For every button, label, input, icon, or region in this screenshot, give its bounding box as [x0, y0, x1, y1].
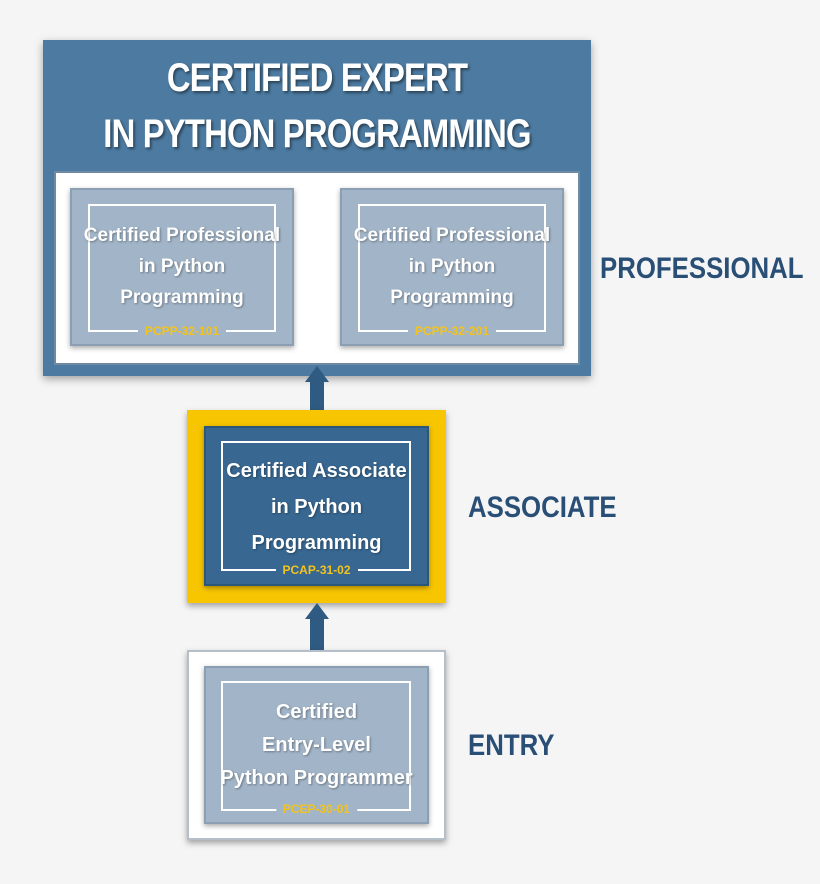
- cert-name-line2: Entry-Level: [262, 734, 371, 756]
- arrow-up-icon: [305, 603, 329, 619]
- level-label-professional: PROFESSIONAL: [600, 252, 804, 285]
- cert-name-line3: Programming: [120, 287, 244, 308]
- cert-card-pcpp-32-101[interactable]: Certified Professional in Python Program…: [70, 188, 294, 346]
- cert-name-line1: Certified: [275, 701, 358, 723]
- expert-title-line2: IN PYTHON PROGRAMMING: [103, 112, 531, 156]
- cert-name-line3: Programming: [390, 287, 514, 308]
- cert-code: PCPP-32-101: [137, 324, 227, 338]
- cert-name-line3: Programming: [251, 532, 382, 554]
- expert-title: CERTIFIED EXPERT IN PYTHON PROGRAMMING: [92, 50, 541, 162]
- cert-name: Certified Associate in Python Programmin…: [206, 453, 427, 561]
- arrow-shaft: [310, 618, 324, 651]
- arrow-up-icon: [305, 366, 329, 382]
- level-label-associate: ASSOCIATE: [468, 491, 617, 524]
- cert-name-line1: Certified Professional: [353, 225, 551, 246]
- cert-name-line3: Python Programmer: [220, 767, 413, 789]
- arrow-shaft: [310, 381, 324, 411]
- expert-title-line1: CERTIFIED EXPERT: [166, 56, 468, 100]
- cert-name-line1: Certified Professional: [83, 225, 281, 246]
- cert-card-pcep-30-01[interactable]: Certified Entry-Level Python Programmer …: [204, 666, 429, 824]
- cert-name-line2: in Python: [408, 256, 496, 277]
- cert-name: Certified Professional in Python Program…: [342, 220, 562, 313]
- level-label-entry: ENTRY: [468, 729, 555, 762]
- cert-code: PCEP-30-01: [275, 802, 358, 816]
- cert-code: PCAP-31-02: [275, 563, 358, 577]
- cert-name-line1: Certified Associate: [226, 460, 407, 482]
- cert-name-line2: in Python: [270, 496, 363, 518]
- cert-card-pcpp-32-201[interactable]: Certified Professional in Python Program…: [340, 188, 564, 346]
- cert-card-pcap-31-02[interactable]: Certified Associate in Python Programmin…: [204, 426, 429, 586]
- cert-name-line2: in Python: [138, 256, 226, 277]
- cert-code: PCPP-32-201: [407, 324, 497, 338]
- cert-name: Certified Professional in Python Program…: [72, 220, 292, 313]
- cert-name: Certified Entry-Level Python Programmer: [206, 696, 427, 795]
